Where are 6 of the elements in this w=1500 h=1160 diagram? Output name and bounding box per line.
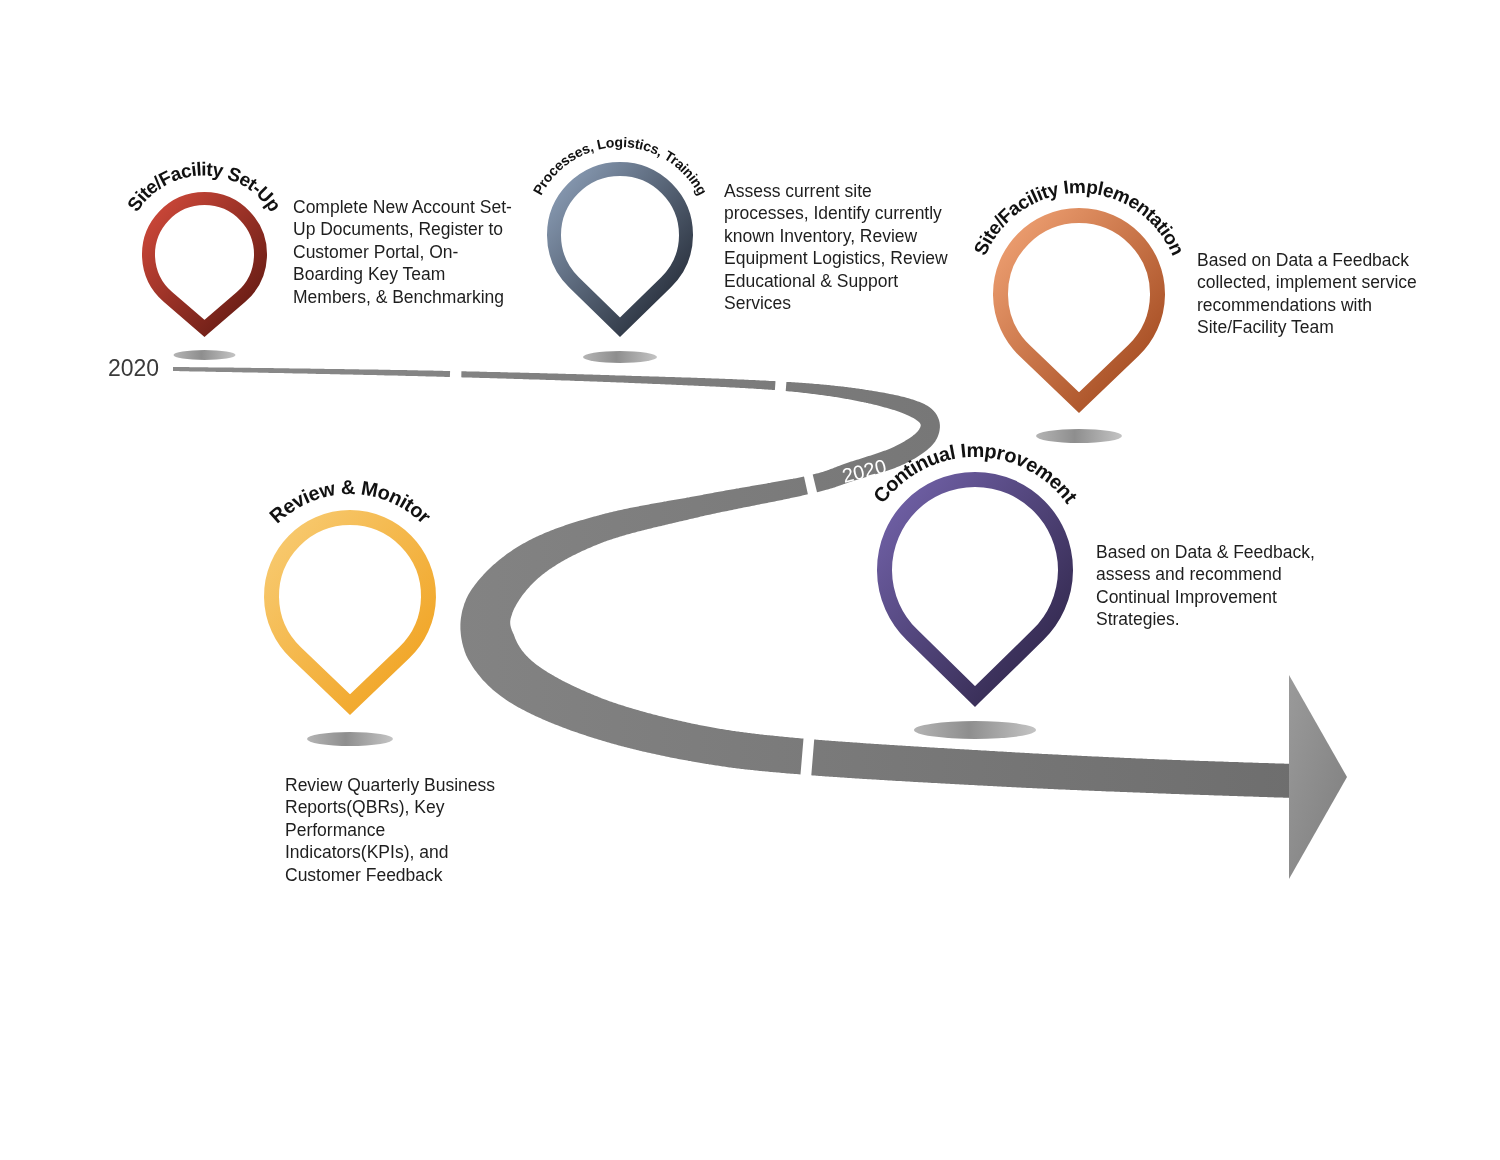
- stage-description: Complete New Account Set-Up Documents, Register to Customer Portal, On-Boarding Key Team Members, & Benchmarking: [293, 196, 513, 309]
- stage-description: Assess current site processes, Identify currently known Inventory, Review Equipment Logistics, Review Educational & Support Services: [724, 180, 949, 315]
- stage-description: Based on Data & Feedback, assess and recommend Continual Improvement Strategies.: [1096, 541, 1316, 631]
- stage-description: Based on Data a Feedback collected, implement service recommendations with Site/Facility Team: [1197, 249, 1418, 339]
- year-label: 2020: [108, 357, 160, 380]
- stage-description: Review Quarterly Business Reports(QBRs), Key Performance Indicators(KPIs), and Customer Feedback: [285, 774, 497, 887]
